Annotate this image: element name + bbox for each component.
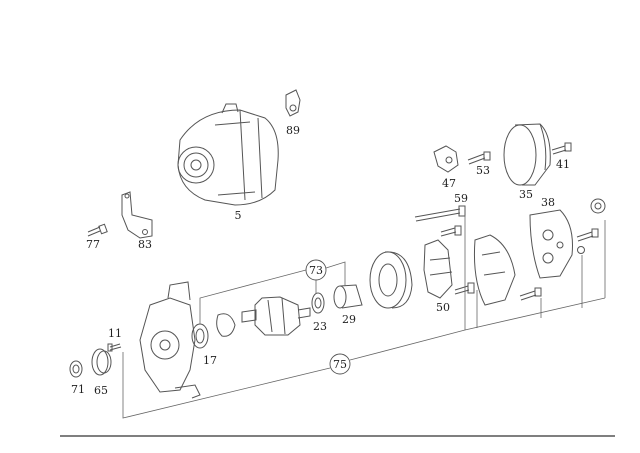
callout-circle-73 xyxy=(305,259,327,281)
bracket-89[interactable] xyxy=(285,89,301,117)
label-83: 83 xyxy=(138,238,152,251)
bracket-83[interactable] xyxy=(121,191,153,239)
nut-71[interactable] xyxy=(69,360,83,378)
label-59: 59 xyxy=(454,192,468,205)
screw-regulator[interactable] xyxy=(440,225,475,295)
screw-right[interactable] xyxy=(576,228,599,242)
label-50: 50 xyxy=(436,301,450,314)
label-65: 65 xyxy=(94,384,108,397)
label-35: 35 xyxy=(519,188,533,201)
label-71: 71 xyxy=(71,383,85,396)
leader-73 xyxy=(199,261,346,324)
cover-35[interactable] xyxy=(503,123,551,186)
label-89: 89 xyxy=(286,124,300,137)
label-29: 29 xyxy=(342,313,356,326)
label-73: 73 xyxy=(309,264,323,277)
callout-circle-75 xyxy=(329,353,351,375)
connector-47[interactable] xyxy=(433,145,459,173)
label-77: 77 xyxy=(86,238,100,251)
pulley-65[interactable] xyxy=(91,348,112,376)
label-23: 23 xyxy=(313,320,327,333)
label-5: 5 xyxy=(235,209,242,222)
slip-ring-29[interactable] xyxy=(333,284,363,309)
alternator-assembly[interactable] xyxy=(177,103,279,206)
regulator-50[interactable] xyxy=(423,239,453,299)
screw-lower[interactable] xyxy=(519,287,542,301)
bolt-59[interactable] xyxy=(414,205,466,222)
label-53: 53 xyxy=(476,164,490,177)
rectifier-38[interactable] xyxy=(529,209,573,279)
bearing-23[interactable] xyxy=(311,292,325,314)
label-17: 17 xyxy=(203,354,217,367)
rotor[interactable] xyxy=(241,296,311,336)
stator[interactable] xyxy=(369,251,413,309)
label-75: 75 xyxy=(333,358,347,371)
front-housing[interactable] xyxy=(139,281,201,399)
washer[interactable] xyxy=(216,313,236,337)
screw-41[interactable] xyxy=(551,142,572,155)
label-38: 38 xyxy=(541,196,555,209)
nut[interactable] xyxy=(577,246,585,254)
screw-53[interactable] xyxy=(467,151,491,165)
bearing-cap[interactable] xyxy=(590,198,606,214)
leader-75 xyxy=(122,215,606,419)
label-41: 41 xyxy=(556,158,570,171)
label-47: 47 xyxy=(442,177,456,190)
diode-plate[interactable] xyxy=(473,234,516,306)
bolt-77[interactable] xyxy=(87,223,108,237)
screw-11[interactable] xyxy=(107,343,122,352)
label-11: 11 xyxy=(108,327,122,340)
